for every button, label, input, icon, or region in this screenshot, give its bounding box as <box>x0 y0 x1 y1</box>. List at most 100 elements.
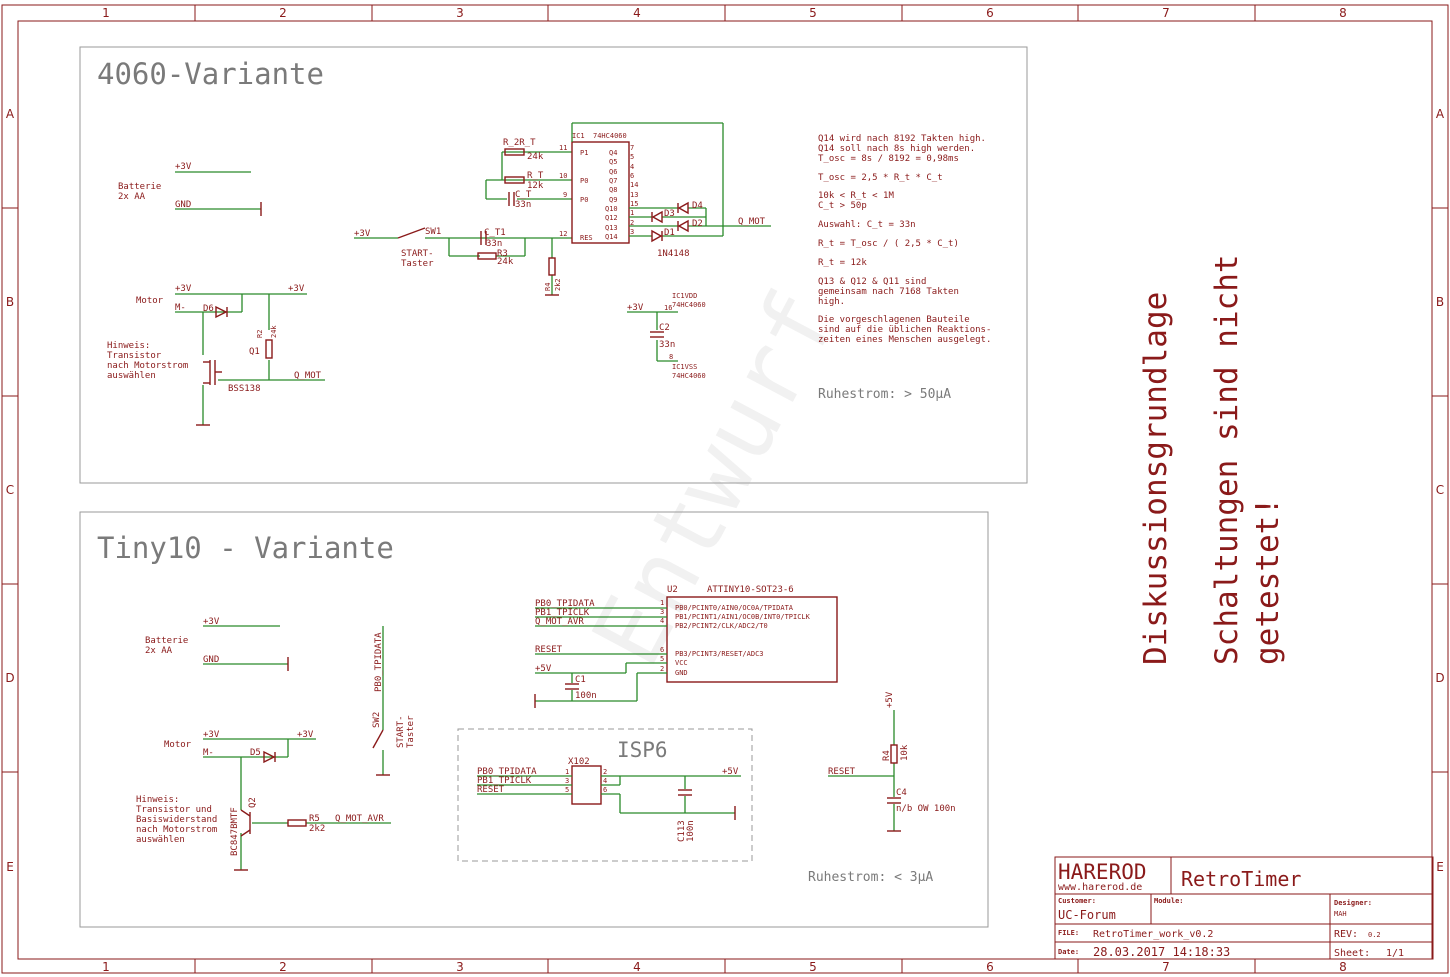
motor2-plus-right: +3V <box>297 730 314 740</box>
note-line-1: Q14 soll nach 8s high werden. <box>818 144 975 154</box>
q2-part: BC847BMTF <box>230 807 240 856</box>
c1-label: C1 <box>575 675 586 685</box>
q2-label: Q2 <box>248 797 258 808</box>
r4-label: R4 <box>544 283 552 291</box>
motor2-hint-4: nach Motorstrom <box>136 825 217 835</box>
col-label-5: 5 <box>809 6 817 20</box>
isp-supply: +5V <box>722 767 739 777</box>
ic1-power-supply: +3V <box>627 303 644 313</box>
note-line-15: Q13 & Q12 & Q11 sind <box>818 277 926 287</box>
side-note-line-1: Diskussionsgrundlage <box>1138 292 1174 665</box>
bat2-type: 2x AA <box>145 646 173 656</box>
note-line-13: R_t = 12k <box>818 258 867 268</box>
u2-name: U2 <box>667 585 678 595</box>
isp-net-pb0: PB0_TPIDATA <box>477 767 537 777</box>
reset-net: RESET <box>828 767 856 777</box>
note-line-6: 10k < R_t < 1M <box>818 191 894 201</box>
ic1-pnum-2: 2 <box>630 219 634 227</box>
u2-pin-4: PB2/PCINT2/CLK/ADC2/T0 <box>675 622 768 630</box>
sw2-text-1: START- <box>396 715 406 748</box>
motor1-minus: M- <box>175 303 186 313</box>
col-label-4: 4 <box>633 6 641 20</box>
diode-part-label: 1N4148 <box>657 249 690 259</box>
isp-pin-1: 1 <box>565 768 569 776</box>
u2-pnum-3: 3 <box>660 608 664 616</box>
isp-pin-6: 6 <box>603 786 607 794</box>
motor2-hint-5: auswählen <box>136 835 185 845</box>
r4b-value: 10k <box>900 744 910 761</box>
u2-net-reset: RESET <box>535 645 563 655</box>
row-label-right-d: D <box>1435 671 1444 685</box>
u2-pin-2: GND <box>675 669 688 677</box>
r4-value: 2k2 <box>554 278 562 291</box>
sw1-text-1: START- <box>401 249 434 259</box>
designer-value: MAH <box>1334 910 1347 918</box>
file-value: RetroTimer_work_v0.2 <box>1093 929 1213 940</box>
isp-net-pb1: PB1_TPICLK <box>477 776 532 786</box>
quiescent-tiny10: Ruhestrom: < 3μA <box>808 870 933 885</box>
ic1-pnum-9: 9 <box>563 191 567 199</box>
bat1-label: Batterie <box>118 182 161 192</box>
u2-pnum-2: 2 <box>660 665 664 673</box>
col-label-6: 6 <box>986 6 994 20</box>
col-label-bottom-4: 4 <box>633 960 641 974</box>
quiescent-4060: Ruhestrom: > 50μA <box>818 387 951 402</box>
c2-label: C2 <box>659 323 670 333</box>
c4-label: C4 <box>896 788 907 798</box>
ic1-pin-q6: Q6 <box>609 168 617 176</box>
ic1-name: IC1 <box>572 132 585 140</box>
ic1-vdd-part: 74HC4060 <box>672 301 706 309</box>
rt-label: R_T <box>527 171 544 181</box>
col-label-2: 2 <box>279 6 287 20</box>
ic1-pin-q13: Q13 <box>605 224 618 232</box>
bat1-plus-label: +3V <box>175 162 192 172</box>
sheet-value: 1/1 <box>1386 948 1404 959</box>
isp-title: ISP6 <box>617 738 668 762</box>
note-line-2: T_osc = 8s / 8192 = 0,98ms <box>818 154 959 164</box>
customer-value: UC-Forum <box>1058 908 1116 922</box>
ic1-pnum-5: 5 <box>630 153 634 161</box>
ic1-pin-p1: P1 <box>580 149 588 157</box>
u2-pin-6: PB3/PCINT3/RESET/ADC3 <box>675 650 764 658</box>
col-label-bottom-2: 2 <box>279 960 287 974</box>
u2-net-qmot: Q_MOT_AVR <box>535 617 584 627</box>
note-line-17: high. <box>818 297 845 307</box>
note-line-16: gemeinsam nach 7168 Takten <box>818 287 959 297</box>
company-logo: HAREROD <box>1058 860 1147 884</box>
u2-pnum-6: 6 <box>660 646 664 654</box>
ct-label: C_T <box>515 190 532 200</box>
motor2-hint-3: Basiswiderstand <box>136 815 217 825</box>
x102-label: X102 <box>568 757 590 767</box>
isp-pin-5: 5 <box>565 786 569 794</box>
ic1-pins: P1 P0 P0 RES 11 10 9 12 Q4 Q5 Q6 Q7 Q8 Q… <box>559 144 638 242</box>
col-label-3: 3 <box>456 6 464 20</box>
q2-net: Q_MOT_AVR <box>335 814 384 824</box>
reset-supply: +5V <box>885 691 895 708</box>
motor1-hint-2: Transistor <box>107 351 162 361</box>
designer-label: Designer: <box>1334 899 1372 907</box>
variant-tiny10-section: Tiny10 - Variante +3V GND Batterie 2x AA… <box>79 511 989 928</box>
isp-net-reset: RESET <box>477 785 505 795</box>
r3-label: R3 <box>497 249 508 259</box>
rev-label: REV: <box>1334 929 1358 940</box>
col-label-bottom-1: 1 <box>102 960 110 974</box>
ic1-pin-q12: Q12 <box>605 214 618 222</box>
ic1-pnum-10: 10 <box>559 172 567 180</box>
date-value: 28.03.2017 14:18:33 <box>1093 945 1230 959</box>
bat2-gnd-label: GND <box>203 655 219 665</box>
ic1-power-pin16: 16 <box>664 304 672 312</box>
c2-value: 33n <box>659 340 675 350</box>
bat2-label: Batterie <box>145 636 188 646</box>
side-note-line-2: Schaltungen sind nicht <box>1209 254 1245 665</box>
r4b-label: R4 <box>882 750 892 761</box>
c1-value: 100n <box>575 691 597 701</box>
q1-label: Q1 <box>249 347 260 357</box>
design-notes: Q14 wird nach 8192 Takten high. Q14 soll… <box>818 134 991 345</box>
ic1-pnum-6: 6 <box>630 172 634 180</box>
motor1-label: Motor <box>136 296 164 306</box>
col-label-7: 7 <box>1162 6 1170 20</box>
ic1-power-pin8: 8 <box>669 353 673 361</box>
c113-label: C113 <box>677 820 687 842</box>
variant-4060-section: 4060-Variante +3V GND Batterie 2x AA +3V… <box>79 46 1028 484</box>
